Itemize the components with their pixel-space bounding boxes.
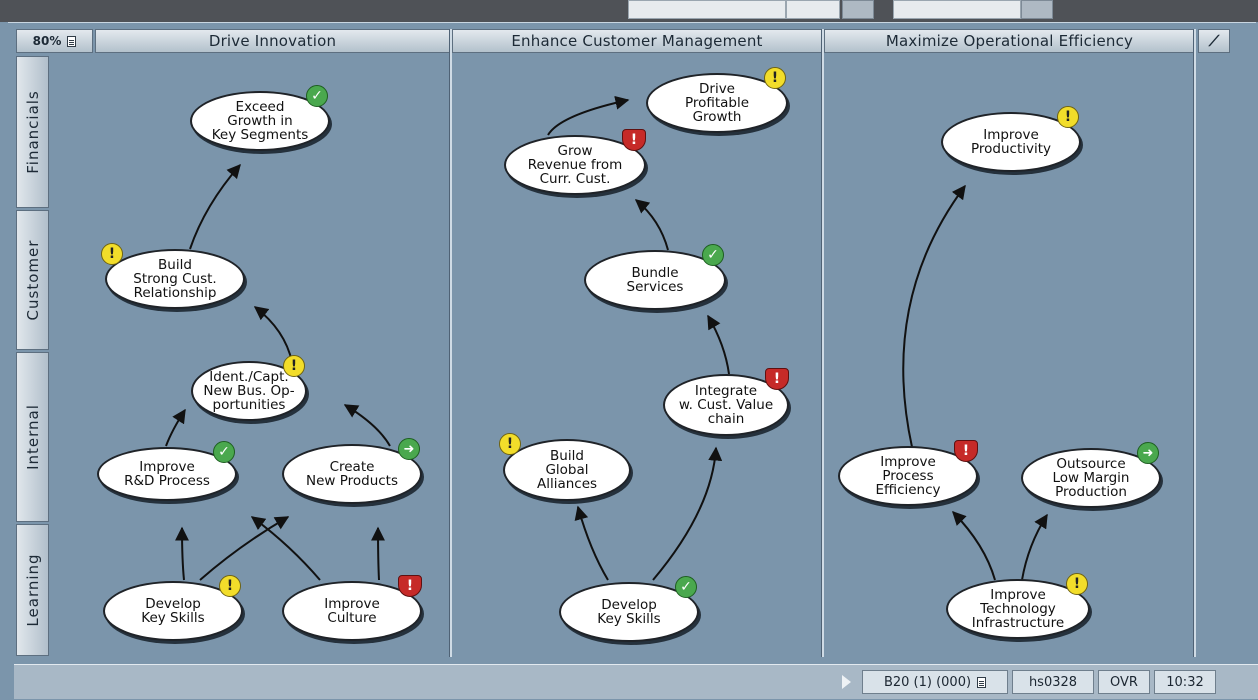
- objective-node-label: Improve Culture: [324, 596, 380, 626]
- exclamation-icon: !: [1057, 106, 1079, 128]
- objective-node-label: Integrate w. Cust. Value chain: [678, 383, 774, 427]
- objective-node-label: Build Strong Cust. Relationship: [133, 257, 217, 301]
- connector-arrow: [189, 163, 241, 250]
- alert-shield-icon: !: [398, 575, 422, 597]
- row-tab-internal[interactable]: Internal: [16, 352, 49, 522]
- trend-arrow-icon: ➜: [1137, 442, 1159, 464]
- objective-node-label: Improve Technology Infrastructure: [971, 587, 1065, 631]
- trend-arrow-icon: ➜: [398, 438, 420, 460]
- column-divider: [449, 29, 452, 657]
- objective-node-label: Improve Productivity: [970, 127, 1052, 157]
- status-time-text: 10:32: [1166, 674, 1204, 690]
- exclamation-icon: !: [1066, 573, 1088, 595]
- objective-node-label: Develop Key Skills: [597, 597, 661, 627]
- check-icon: ✓: [306, 85, 328, 107]
- alert-shield-icon: !: [622, 129, 646, 151]
- objective-node[interactable]: Improve Culture: [282, 581, 422, 641]
- column-header-label: Drive Innovation: [208, 32, 337, 50]
- connector-arrow: [902, 184, 966, 448]
- objective-node-label: Outsource Low Margin Production: [1052, 456, 1130, 500]
- connector-arrow: [574, 505, 609, 581]
- connector-arrow: [199, 516, 290, 581]
- connector-arrow: [165, 408, 186, 447]
- connector-arrow: [652, 446, 723, 581]
- connector-arrow: [547, 95, 630, 136]
- row-tab-financials[interactable]: Financials: [16, 56, 49, 208]
- zoom-level: 80%: [32, 34, 62, 48]
- pin-icon: ⟋: [1208, 32, 1220, 50]
- column-divider: [1193, 29, 1196, 657]
- row-tab-learning[interactable]: Learning: [16, 524, 49, 656]
- objective-node-label: Improve Process Efficiency: [875, 454, 941, 498]
- row-tab-customer[interactable]: Customer: [16, 210, 49, 350]
- column-header-label: Maximize Operational Efficiency: [885, 32, 1134, 50]
- objective-node-label: Bundle Services: [626, 265, 684, 295]
- check-icon: ✓: [213, 441, 235, 463]
- column-divider: [821, 29, 824, 657]
- toolbar-dropdown-button[interactable]: [842, 0, 874, 19]
- objective-node-label: Build Global Alliances: [536, 448, 598, 492]
- exclamation-icon: !: [101, 243, 123, 265]
- status-user: hs0328: [1012, 670, 1094, 694]
- objective-node[interactable]: Build Global Alliances: [503, 439, 631, 501]
- status-bar: B20 (1) (000) hs0328 OVR 10:32: [14, 664, 1258, 699]
- status-record: B20 (1) (000): [862, 670, 1008, 694]
- status-record-text: B20 (1) (000): [883, 674, 972, 690]
- check-icon: ✓: [675, 576, 697, 598]
- connector-arrow: [952, 510, 996, 581]
- column-header-enhance-customer-management[interactable]: Enhance Customer Management: [452, 29, 822, 53]
- toolbar-field-3[interactable]: [893, 0, 1021, 19]
- zoom-control[interactable]: 80%: [16, 29, 93, 53]
- status-mode-text: OVR: [1110, 674, 1138, 690]
- connector-arrow: [175, 526, 190, 581]
- alert-shield-icon: !: [765, 368, 789, 390]
- objective-node-label: Create New Products: [305, 459, 399, 489]
- column-header-maximize-operational-efficiency[interactable]: Maximize Operational Efficiency: [824, 29, 1195, 53]
- check-icon: ✓: [702, 244, 724, 266]
- connector-arrow: [634, 199, 669, 251]
- objective-node[interactable]: Improve Technology Infrastructure: [946, 579, 1090, 639]
- objective-node-label: Develop Key Skills: [141, 596, 205, 626]
- play-icon[interactable]: [842, 675, 851, 689]
- connector-arrow: [250, 516, 321, 581]
- record-icon: [977, 676, 987, 688]
- objective-node-label: Ident./Capt. New Bus. Op- portunities: [203, 369, 295, 413]
- page-icon: [67, 35, 77, 47]
- column-header-drive-innovation[interactable]: Drive Innovation: [95, 29, 450, 53]
- connector-arrow: [707, 314, 730, 375]
- objective-node[interactable]: Outsource Low Margin Production: [1021, 448, 1161, 508]
- exclamation-icon: !: [219, 575, 241, 597]
- exclamation-icon: !: [283, 355, 305, 377]
- connector-arrow: [371, 526, 386, 581]
- column-header-label: Enhance Customer Management: [511, 32, 763, 50]
- status-time: 10:32: [1154, 670, 1216, 694]
- pin-button[interactable]: ⟋: [1198, 29, 1230, 53]
- toolbar-field-2[interactable]: [786, 0, 840, 19]
- objective-node-label: Improve R&D Process: [124, 459, 210, 489]
- objective-node-label: Grow Revenue from Curr. Cust.: [527, 143, 623, 187]
- toolbar-dropdown-button-2[interactable]: [1021, 0, 1053, 19]
- objective-node[interactable]: Build Strong Cust. Relationship: [105, 249, 245, 309]
- exclamation-icon: !: [499, 433, 521, 455]
- top-toolbar: [0, 0, 1258, 22]
- objective-node-label: Drive Profitable Growth: [684, 81, 750, 125]
- connector-arrow: [343, 404, 391, 447]
- objective-node-label: Exceed Growth in Key Segments: [211, 99, 309, 143]
- alert-shield-icon: !: [954, 440, 978, 462]
- status-user-text: hs0328: [1028, 674, 1078, 690]
- toolbar-field[interactable]: [628, 0, 786, 19]
- connector-arrow: [253, 306, 293, 363]
- connector-arrow: [1021, 513, 1048, 581]
- exclamation-icon: !: [764, 67, 786, 89]
- status-mode: OVR: [1098, 670, 1150, 694]
- objective-node[interactable]: Grow Revenue from Curr. Cust.: [504, 135, 646, 195]
